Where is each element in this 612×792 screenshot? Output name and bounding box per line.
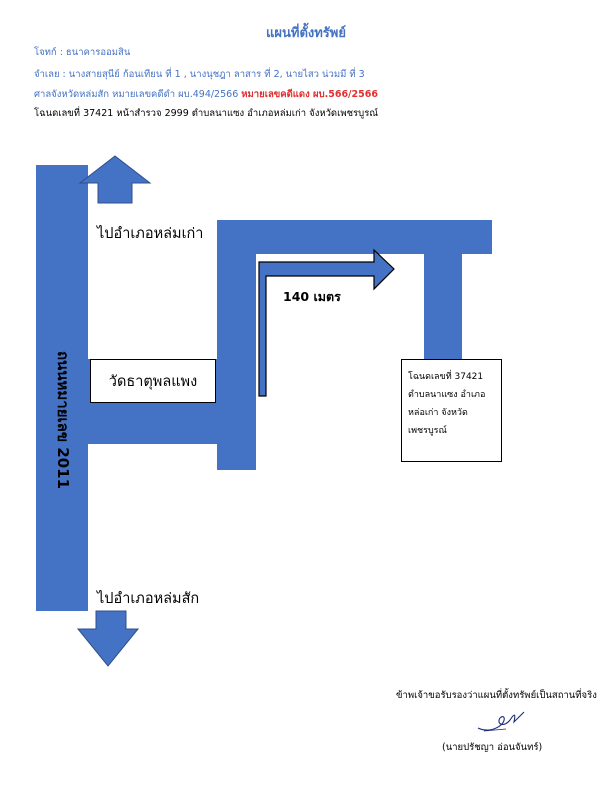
signer-name: (นายปรัชญา อ่อนจันทร์)	[442, 742, 543, 753]
side-road-vertical	[217, 220, 256, 470]
black-case-number: ศาลจังหวัดหล่มสัก หมายเลขคดีดำ ผบ.494/25…	[34, 89, 242, 100]
deed-box-line-2: ตำบลนาแซง อำเภอ	[408, 390, 486, 400]
distance-label: 140 เมตร	[283, 289, 341, 304]
arrow-down-icon	[76, 610, 140, 667]
deed-box-line-1: โฉนดเลขที่ 37421	[408, 372, 484, 382]
page-title: แผนที่ตั้งทรัพย์	[266, 26, 346, 41]
court-line: ศาลจังหวัดหล่มสัก หมายเลขคดีดำ ผบ.494/25…	[34, 87, 378, 102]
defendants-line: จำเลย : นางสายสุนีย์ ก้อนเทียน ที่ 1 , น…	[34, 69, 365, 80]
to-lom-kao-label: ไปอำเภอหล่มเก่า	[97, 226, 204, 242]
temple-label: วัดธาตุพลแพง	[108, 373, 198, 390]
main-road	[36, 165, 88, 611]
temple-label-box: วัดธาตุพลแพง	[90, 359, 216, 403]
red-case-number: หมายเลขคดีแดง ผบ.566/2566	[241, 89, 378, 100]
deed-line: โฉนดเลขที่ 37421 หน้าสำรวจ 2999 ตำบลนาแซ…	[34, 108, 379, 119]
deed-box-line-3: หล่อเก่า จังหวัด	[408, 408, 468, 418]
road-name-label: ถนนหมายเลข 2011	[54, 350, 72, 490]
deed-box-line-4: เพชรบูรณ์	[408, 426, 447, 436]
plaintiff-line: โจทก์ : ธนาคารออมสิน	[34, 47, 131, 58]
right-road	[424, 220, 462, 360]
arrow-up-icon	[78, 155, 152, 204]
certification-text: ข้าพเจ้าขอรับรองว่าแผนที่ตั้งทรัพย์เป็นส…	[396, 690, 597, 701]
deed-location-box: โฉนดเลขที่ 37421 ตำบลนาแซง อำเภอ หล่อเก่…	[401, 359, 502, 462]
signature-mark	[477, 711, 525, 732]
route-arrow-icon	[258, 248, 395, 397]
to-lom-sak-label: ไปอำเภอหล่มสัก	[97, 591, 200, 607]
